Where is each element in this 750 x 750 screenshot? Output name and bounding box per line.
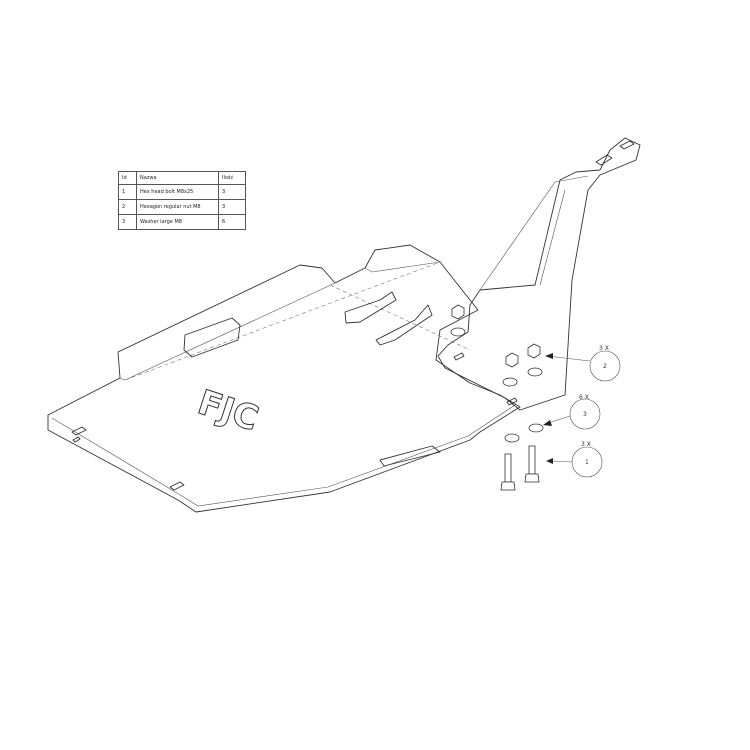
- skid-plate: FJC: [47, 244, 521, 513]
- bom-row: 3 Washer large M8 6: [118, 214, 246, 230]
- bolt: [500, 453, 516, 491]
- bom-header-row: Id Nazwa Ilość: [118, 171, 246, 185]
- callout-number: 1: [585, 459, 589, 466]
- washer: [504, 433, 520, 443]
- bill-of-materials-table: Id Nazwa Ilość 1 Hex head bolt M8x25 3 2…: [118, 171, 246, 230]
- bom-row: 2 Hexagon regular nut M8 3: [118, 199, 246, 215]
- bolt: [524, 445, 540, 483]
- bom-cell-name: Washer large M8: [136, 214, 219, 230]
- callout-quantity: 6 X: [579, 394, 589, 401]
- nut: [451, 304, 465, 320]
- callout-number: 2: [603, 363, 607, 370]
- callout-quantity: 3 X: [599, 345, 609, 352]
- mounting-bracket: [437, 137, 641, 411]
- washer: [528, 423, 544, 433]
- washer: [502, 377, 518, 387]
- nut: [527, 343, 541, 359]
- bom-cell-qty: 6: [218, 214, 246, 230]
- callout-number: 3: [583, 411, 587, 418]
- logo-text: FJC: [193, 383, 263, 440]
- nut: [505, 352, 519, 368]
- washer: [527, 367, 543, 377]
- callout-1: 3 X 1: [546, 441, 603, 478]
- hardware: [450, 304, 544, 491]
- washer: [450, 327, 466, 337]
- callout-3: 6 X 3: [543, 394, 601, 430]
- callout-2: 3 X 2: [545, 345, 621, 382]
- callout-quantity: 3 X: [581, 441, 591, 448]
